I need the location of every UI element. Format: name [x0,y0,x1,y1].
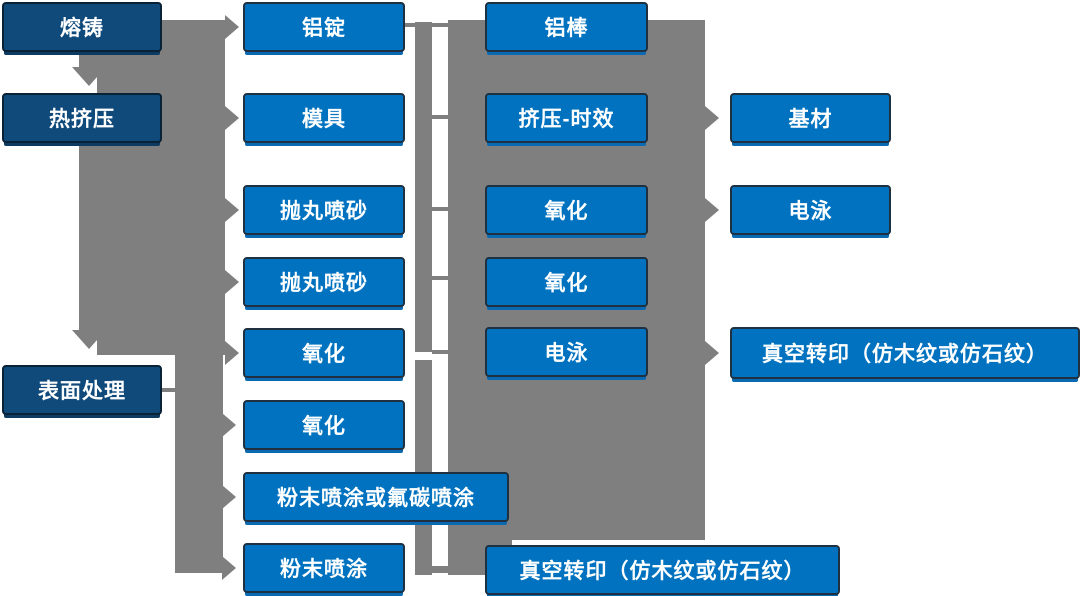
arrow-right-icon [705,341,719,365]
connector-rail-upper [415,22,432,352]
node-aluminum-ingot: 铝锭 [243,2,405,52]
node-oxidation-4: 氧化 [485,257,648,307]
arrow-right-icon [705,106,719,130]
stage-casting: 熔铸 [2,2,162,52]
node-shot-blasting-1: 抛丸喷砂 [243,185,405,235]
connector-extrusion-to-surface [79,141,99,332]
connector-band-surface [175,355,223,573]
node-powder-coating: 粉末喷涂 [243,543,405,593]
arrow-right-icon [225,106,239,130]
arrow-right-icon [705,198,719,222]
node-electrophoresis-1: 电泳 [485,327,648,377]
arrow-right-icon [225,15,239,39]
arrow-right-icon [225,198,239,222]
arrow-right-icon [225,270,239,294]
connector-band-left [97,20,225,355]
connector-tick-blasting-1 [432,207,448,211]
node-oxidation-2: 氧化 [243,400,405,450]
connector-tick-blasting-2 [432,276,448,280]
node-extrusion-aging: 挤压-时效 [485,93,648,143]
arrow-right-icon [222,556,236,580]
node-vacuum-transfer-bottom: 真空转印（仿木纹或仿石纹） [485,545,840,595]
node-oxidation-3: 氧化 [485,185,648,235]
node-oxidation-1: 氧化 [243,328,405,378]
arrow-right-icon [222,485,236,509]
connector-casting-to-extrusion [79,49,99,69]
connector-tick-ingot [405,23,448,27]
node-mold: 模具 [243,93,405,143]
stage-hot-extrusion: 热挤压 [2,93,162,143]
node-electrophoresis-2: 电泳 [730,185,891,235]
connector-rail-lower [415,360,432,575]
arrow-right-icon [222,413,236,437]
arrow-down-icon [72,330,106,349]
arrow-down-icon [72,67,106,86]
node-substrate: 基材 [730,93,891,143]
stage-surface-treatment: 表面处理 [2,365,162,415]
node-shot-blasting-2: 抛丸喷砂 [243,257,405,307]
node-powder-or-fluorocarbon-coating: 粉末喷涂或氟碳喷涂 [243,472,509,522]
connector-tick-mold [432,115,448,119]
connector-tick-oxidation [432,350,448,354]
connector-surface-branch [162,388,176,392]
node-aluminum-rod: 铝棒 [485,2,648,52]
arrow-right-icon [225,341,239,365]
node-vacuum-transfer-right: 真空转印（仿木纹或仿石纹） [730,327,1080,379]
